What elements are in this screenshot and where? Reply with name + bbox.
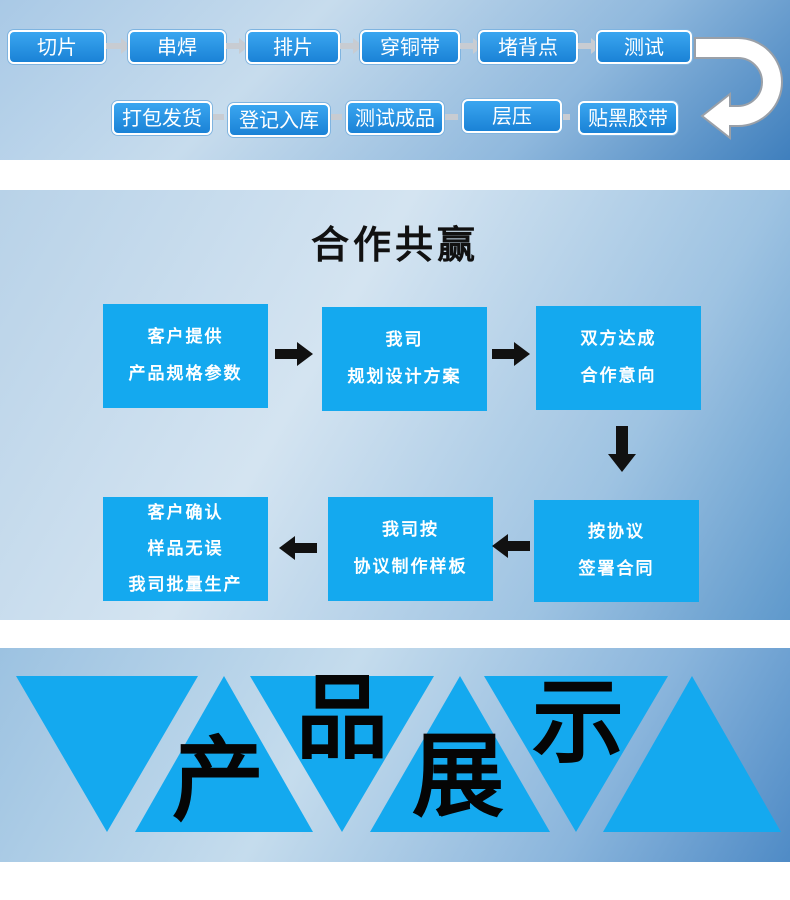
process-step: 层压	[462, 99, 562, 133]
connector-arrow	[226, 38, 249, 54]
arrow-right-icon	[275, 342, 313, 366]
section-title: 合作共赢	[310, 222, 479, 267]
coop-step-box: 我司 规划设计方案	[322, 307, 487, 411]
coop-step-line: 合作意向	[580, 366, 657, 386]
coop-step-line: 双方达成	[580, 329, 657, 349]
connector-arrow	[578, 38, 601, 54]
connector-arrow	[106, 38, 131, 54]
showcase-char: 产	[172, 726, 265, 834]
coop-step-line: 样品无误	[147, 539, 224, 559]
coop-step-line: 客户提供	[147, 327, 224, 347]
process-step: 切片	[8, 30, 106, 64]
process-step: 打包发货	[112, 101, 212, 135]
coop-step-box: 双方达成 合作意向	[536, 306, 701, 410]
coop-step-box: 按协议 签署合同	[534, 500, 699, 602]
process-step: 堵背点	[478, 30, 578, 64]
showcase-char: 品	[296, 664, 389, 772]
connector-arrow	[321, 109, 342, 125]
coop-step-line: 按协议	[588, 522, 645, 542]
arrow-left-icon	[279, 536, 317, 560]
coop-step-box: 客户确认 样品无误 我司批量生产	[103, 497, 268, 601]
connector-arrow	[203, 109, 224, 125]
coop-step-line: 我司批量生产	[128, 575, 243, 595]
arrow-right-icon	[492, 342, 530, 366]
triangle-shape	[250, 676, 434, 832]
coop-step-line: 协议制作样板	[353, 557, 468, 577]
connector-arrow	[460, 38, 483, 54]
process-step: 测试成品	[346, 101, 444, 135]
coop-step-line: 我司按	[382, 520, 439, 540]
u-turn-arrow-icon	[694, 37, 783, 141]
process-step: 排片	[246, 30, 340, 64]
coop-step-line: 规划设计方案	[347, 367, 462, 387]
process-step: 测试	[596, 30, 692, 64]
coop-step-line: 我司	[385, 330, 424, 350]
process-flow-banner	[0, 0, 790, 160]
arrow-down-icon	[608, 426, 636, 472]
triangle-shape	[135, 676, 313, 832]
arrow-left-icon	[492, 534, 530, 558]
coop-step-box: 客户提供 产品规格参数	[103, 304, 268, 408]
process-step: 贴黑胶带	[578, 101, 678, 135]
connector-arrow	[435, 109, 458, 125]
triangle-shape	[484, 676, 668, 832]
coop-step-box: 我司按 协议制作样板	[328, 497, 493, 601]
process-step: 串焊	[128, 30, 226, 64]
coop-step-line: 产品规格参数	[128, 364, 243, 384]
triangle-shape	[370, 676, 550, 832]
connector-arrow	[340, 38, 363, 54]
triangle-shape	[16, 676, 198, 832]
coop-step-line: 客户确认	[147, 503, 224, 523]
triangle-shape	[603, 676, 781, 832]
showcase-char: 示	[532, 668, 625, 776]
process-step: 登记入库	[228, 103, 330, 137]
coop-step-line: 签署合同	[578, 559, 655, 579]
triangle-pattern	[16, 676, 781, 832]
process-step: 穿铜带	[360, 30, 460, 64]
showcase-char: 展	[412, 722, 505, 830]
